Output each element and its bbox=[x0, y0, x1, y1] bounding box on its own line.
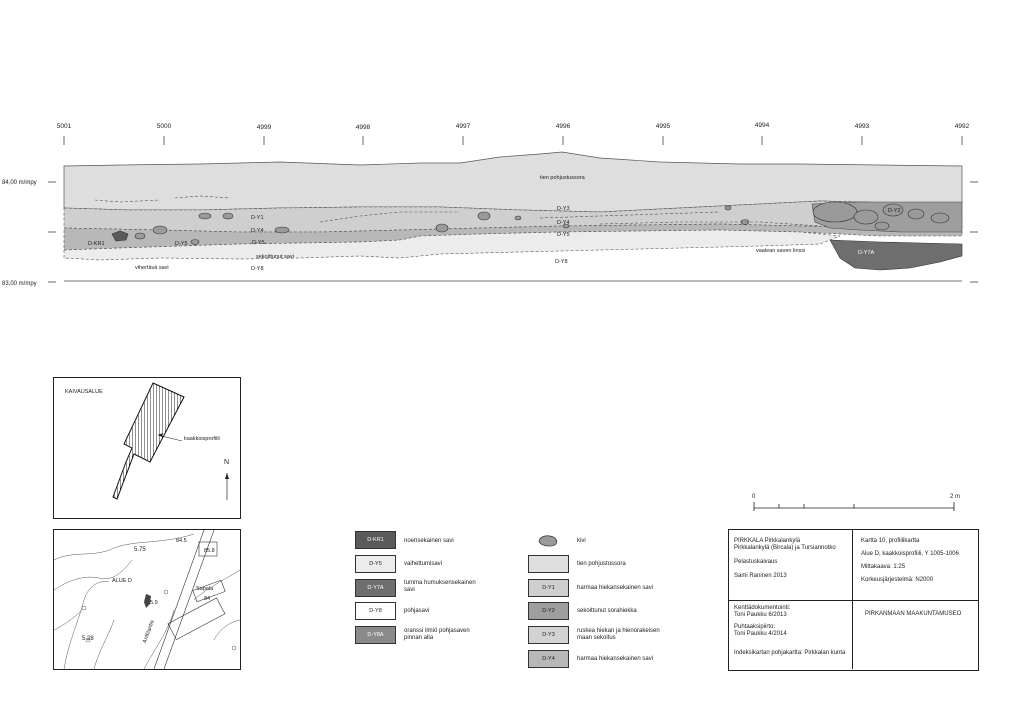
title-block: PIRKKALA Pirkkalankylä Pirkkalankylä (Bi… bbox=[728, 529, 979, 671]
label-y5: D-Y5 bbox=[557, 232, 570, 238]
legend-swatch bbox=[528, 555, 569, 573]
site-plan bbox=[112, 382, 229, 500]
label-y7a: D-Y7A bbox=[858, 250, 875, 256]
legend-label: harmaa hiekansekainen savi bbox=[577, 585, 654, 591]
profile-drawing: 5001 5000 4999 4998 4997 4996 4995 4994 … bbox=[2, 122, 978, 287]
excavation-type: Pelastuskaivaus bbox=[734, 559, 778, 565]
legend-label: kivi bbox=[577, 538, 586, 544]
label-y4: D-Y4 bbox=[557, 220, 570, 226]
north-label: N bbox=[224, 459, 230, 466]
map-label: 84 bbox=[204, 596, 211, 602]
map-label: Sapala bbox=[196, 586, 214, 592]
x-tick-label: 4995 bbox=[656, 123, 671, 130]
label-y8: D-Y8 bbox=[555, 259, 568, 265]
label-road-base: tien pohjustussora bbox=[540, 175, 586, 181]
legend-swatch: D-Y5 bbox=[355, 555, 396, 573]
clean-drawing-label: Puhtaaksipiirto: bbox=[734, 624, 776, 630]
x-tick-label: 4997 bbox=[456, 123, 471, 130]
excavation-area-inset: KAIVAUSALUE kaakkoisprofiili N bbox=[53, 377, 241, 519]
map-title: Kartta 10, profiilikartta bbox=[861, 538, 920, 544]
legend-label: tien pohjustussora bbox=[577, 561, 626, 567]
legend-label: oranssi ilmiö pohjasaven pinnan alla bbox=[404, 628, 470, 641]
label-greenish-clay: vihertävä savi bbox=[135, 265, 169, 271]
legend-swatch: D-Y8A bbox=[355, 626, 396, 644]
excavation-outline bbox=[112, 382, 185, 500]
label-y5: D-Y5 bbox=[175, 241, 188, 247]
x-tick-label: 4994 bbox=[755, 122, 770, 129]
x-tick-label: 4998 bbox=[356, 124, 371, 131]
elevation-ticks bbox=[48, 181, 978, 283]
map-label-area: ALUE D bbox=[112, 578, 132, 584]
scale-start: 0 bbox=[752, 494, 756, 500]
legend-label: pohjasavi bbox=[404, 608, 430, 614]
legend-swatch: D-Y8 bbox=[355, 602, 396, 620]
scale-label: Mittakaava: 1:25 bbox=[861, 564, 906, 570]
stone-icon bbox=[538, 535, 558, 547]
museum-name: PIRKANMAAN MAAKUNTAMUSEO bbox=[865, 611, 962, 617]
legend-label: vaihettumisavi bbox=[404, 561, 443, 567]
height-system: Korkeusjärjestelmä: N2000 bbox=[861, 577, 934, 583]
layer-y7a bbox=[829, 239, 963, 271]
label-y5: D-Y5 bbox=[252, 240, 265, 246]
label-y1: D-Y1 bbox=[251, 215, 264, 221]
x-tick-label: 4999 bbox=[257, 124, 272, 131]
index-map-source: Indeksikartan pohjakartta: Pirkkalan kun… bbox=[734, 650, 846, 656]
map-label: 84.5 bbox=[176, 538, 187, 544]
legend-swatch: D-Y3 bbox=[528, 626, 569, 644]
legend-label: tumma humuksensekainen savi bbox=[404, 580, 476, 593]
author: Sami Raninen 2013 bbox=[734, 573, 787, 579]
x-tick-label: 5001 bbox=[57, 123, 72, 130]
stones bbox=[134, 201, 950, 245]
map-label: 5.28 bbox=[82, 636, 94, 642]
label-y3: D-Y3 bbox=[557, 206, 570, 212]
legend-label: harmaa hiekansekainen savi bbox=[577, 656, 654, 662]
x-axis-ticks bbox=[63, 136, 963, 145]
legend-label: ruskea hiekan ja hienorakeisen maan seko… bbox=[577, 628, 660, 641]
x-tick-label: 4996 bbox=[556, 123, 571, 130]
project-subtitle: Pirkkalankylä (Bircala) ja Tursiannotko bbox=[734, 545, 836, 551]
map-label: 5.75 bbox=[134, 547, 146, 553]
legend-swatch: D-Y4 bbox=[528, 650, 569, 668]
label-y4: D-Y4 bbox=[251, 228, 264, 234]
index-map-drawing bbox=[54, 530, 240, 669]
area-label: Alue D, kaakkoisprofiili, Y 1005-1006 bbox=[861, 551, 959, 557]
lens-lines bbox=[94, 195, 821, 227]
map-label: 85.8 bbox=[204, 548, 215, 554]
elevation-label-bottom: 83,00 m/mpy bbox=[2, 281, 37, 287]
legend-label: noensekainen savi bbox=[404, 538, 454, 544]
layer-kr1 bbox=[111, 230, 129, 242]
x-tick-label: 4992 bbox=[955, 123, 970, 130]
profile-arrow-label: kaakkoisprofiili bbox=[184, 436, 220, 442]
label-mixed-clay: sekoittunut savi bbox=[256, 254, 294, 260]
project-name: PIRKKALA Pirkkalankylä bbox=[734, 538, 801, 544]
legend-swatch: D-Y1 bbox=[528, 579, 569, 597]
label-kr1: D-KR1 bbox=[88, 241, 105, 247]
map-label: 5.9 bbox=[150, 600, 158, 606]
field-doc-value: Toni Paukku 6/2013 bbox=[734, 612, 787, 618]
x-tick-label: 5000 bbox=[157, 123, 172, 130]
legend-swatch: D-Y7A bbox=[355, 579, 396, 597]
index-map: 5.75 ALUE D Sapala 84 5.9 5.28 Anttilant… bbox=[53, 529, 241, 670]
legend-label: sekoittunut sorahiekka bbox=[577, 608, 637, 614]
clean-drawing-value: Toni Paukku 4/2014 bbox=[734, 631, 787, 637]
legend-swatch: D-Y2 bbox=[528, 602, 569, 620]
elevation-label-top: 84,00 m/mpy bbox=[2, 180, 37, 186]
label-y2: D-Y2 bbox=[888, 208, 901, 214]
x-tick-label: 4993 bbox=[855, 123, 870, 130]
label-light-clay-lens: vaalean saven linssi bbox=[756, 248, 805, 254]
inset-title: KAIVAUSALUE bbox=[65, 389, 103, 395]
legend-swatch: D-KR1 bbox=[355, 531, 396, 549]
label-y8: D-Y8 bbox=[251, 266, 264, 272]
scale-bar bbox=[753, 502, 955, 511]
scale-end: 2 m bbox=[950, 494, 961, 500]
field-doc-label: Kenttädokumentointi: bbox=[734, 605, 791, 611]
